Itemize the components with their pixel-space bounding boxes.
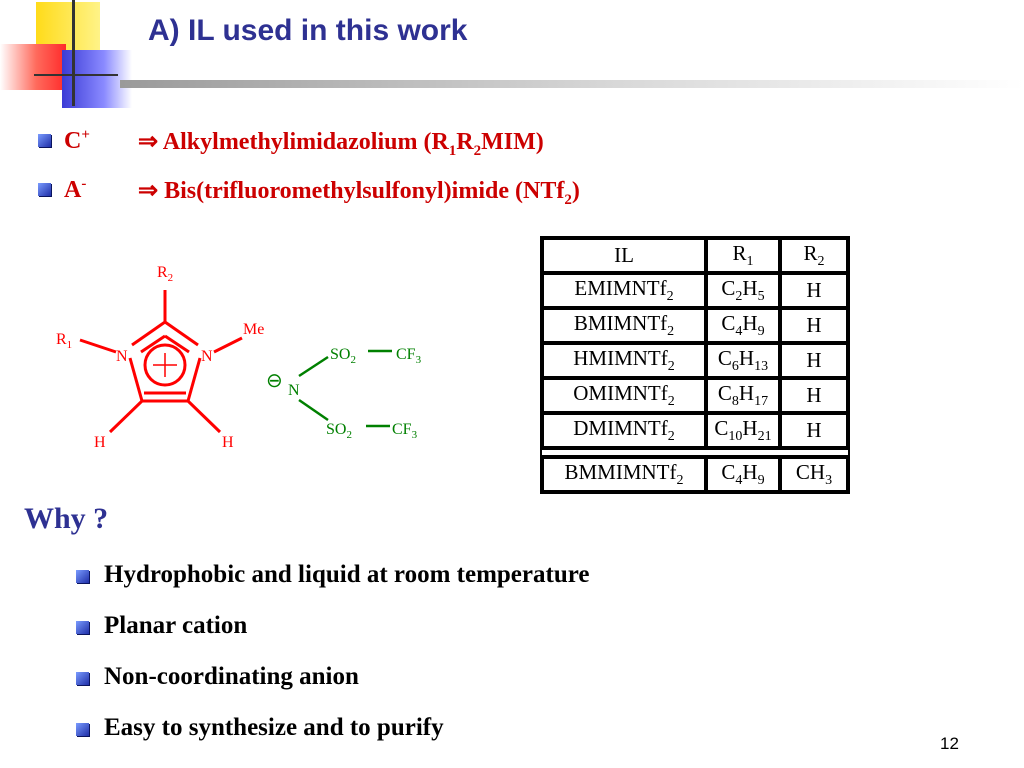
chemical-structure: R2 R1 Me N N H H ⊖ N SO2 CF3 SO2 CF3 xyxy=(56,264,422,451)
cell-r1: C2H5 xyxy=(706,273,780,308)
table-row: DMIMNTf2 C10H21 H xyxy=(542,413,848,448)
slide-title: A) IL used in this work xyxy=(148,14,468,47)
cation-structure xyxy=(79,290,243,434)
reason-item: Planar cation xyxy=(104,612,248,639)
ring-double-bond xyxy=(140,334,166,354)
aromatic-circle xyxy=(143,343,187,387)
cell-r2: H xyxy=(780,413,848,448)
cation-description: ⇒ Alkylmethylimidazolium (R1R2MIM) xyxy=(138,129,544,159)
bond-c-h xyxy=(108,399,144,434)
page-number: 12 xyxy=(940,734,959,753)
reason-item: Non-coordinating anion xyxy=(104,663,359,690)
bond-n-so2-bottom xyxy=(298,398,329,422)
header-il: IL xyxy=(542,238,706,273)
cell-r2: H xyxy=(780,308,848,343)
label-n-right: N xyxy=(201,348,213,365)
cell-r2: H xyxy=(780,378,848,413)
label-r1: R1 xyxy=(56,331,72,351)
label-so2-bottom: SO2 xyxy=(326,421,352,441)
corner-decoration-red xyxy=(0,44,66,90)
table-row: HMIMNTf2 C6H13 H xyxy=(542,343,848,378)
table-spacer-row xyxy=(542,448,848,457)
ring-double-bond xyxy=(164,334,190,354)
header-r2: R2 xyxy=(780,238,848,273)
table-row: BMIMNTf2 C4H9 H xyxy=(542,308,848,343)
negative-charge-icon: ⊖ xyxy=(266,370,283,392)
cell-il: BMMIMNTf2 xyxy=(542,457,706,492)
bullet-icon xyxy=(38,134,51,147)
reason-item: Hydrophobic and liquid at room temperatu… xyxy=(104,561,590,588)
table-row: EMIMNTf2 C2H5 H xyxy=(542,273,848,308)
cell-r1: C4H9 xyxy=(706,457,780,492)
cell-il: BMIMNTf2 xyxy=(542,308,706,343)
cation-symbol: C+ xyxy=(64,127,90,154)
bond-n-r1 xyxy=(79,338,117,354)
cell-il: EMIMNTf2 xyxy=(542,273,706,308)
label-cf3-top: CF3 xyxy=(396,346,422,366)
cell-r2: CH3 xyxy=(780,457,848,492)
label-r2: R2 xyxy=(157,264,173,284)
ionic-liquid-table: IL R1 R2 EMIMNTf2 C2H5 H BMIMNTf2 C4H9 H… xyxy=(540,236,850,494)
corner-decoration-line-vertical xyxy=(72,0,75,106)
label-n-left: N xyxy=(116,348,128,365)
bullet-icon xyxy=(76,672,89,685)
cell-r1: C4H9 xyxy=(706,308,780,343)
bullet-icon xyxy=(38,183,51,196)
ring-bond xyxy=(186,357,202,402)
cell-r2: H xyxy=(780,343,848,378)
corner-decoration-line-horizontal xyxy=(34,74,118,76)
label-h-left: H xyxy=(94,434,106,451)
label-cf3-bottom: CF3 xyxy=(392,421,418,441)
ring-bond xyxy=(131,320,166,347)
why-heading: Why ? xyxy=(24,502,109,535)
bond-c-h xyxy=(186,399,222,434)
cell-r2: H xyxy=(780,273,848,308)
label-so2-top: SO2 xyxy=(330,346,356,366)
header-r1: R1 xyxy=(706,238,780,273)
bullet-icon xyxy=(76,723,89,736)
title-underline xyxy=(120,80,1024,88)
label-me: Me xyxy=(243,321,264,338)
bullet-icon xyxy=(76,570,89,583)
table-row: OMIMNTf2 C8H17 H xyxy=(542,378,848,413)
ring-bond xyxy=(128,357,144,402)
cell-r1: C8H17 xyxy=(706,378,780,413)
bond-n-me xyxy=(213,336,243,354)
cell-il: HMIMNTf2 xyxy=(542,343,706,378)
reason-item: Easy to synthesize and to purify xyxy=(104,714,444,741)
cell-r1: C10H21 xyxy=(706,413,780,448)
label-n-anion: N xyxy=(288,382,300,399)
table-row: BMMIMNTf2 C4H9 CH3 xyxy=(542,457,848,492)
anion-symbol: A- xyxy=(64,176,87,203)
label-h-right: H xyxy=(222,434,234,451)
bond-n-so2-top xyxy=(298,355,329,378)
anion-structure xyxy=(298,349,392,428)
cell-r1: C6H13 xyxy=(706,343,780,378)
cell-il: DMIMNTf2 xyxy=(542,413,706,448)
cell-il: OMIMNTf2 xyxy=(542,378,706,413)
anion-description: ⇒ Bis(trifluoromethylsulfonyl)imide (NTf… xyxy=(138,178,580,208)
table-header-row: IL R1 R2 xyxy=(542,238,848,273)
bullet-icon xyxy=(76,621,89,634)
ring-bond xyxy=(164,320,199,347)
